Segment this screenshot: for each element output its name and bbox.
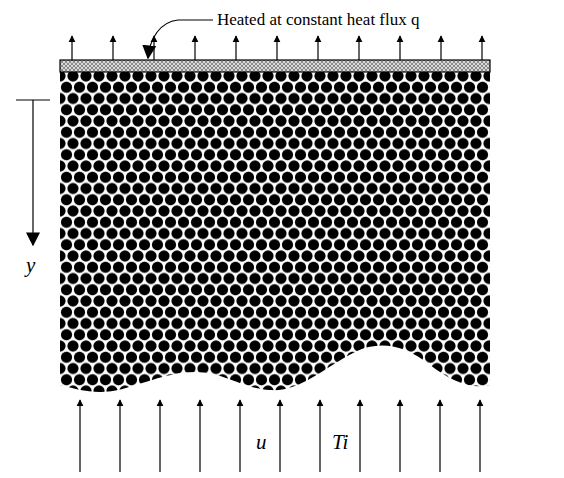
flux-arrow: [399, 36, 400, 60]
porous-bed: [60, 72, 490, 392]
flux-arrow: [112, 36, 113, 60]
flux-arrow: [71, 36, 72, 60]
axis-label: y: [26, 255, 35, 276]
inflow-arrow: [399, 400, 400, 472]
inflow-arrow: [199, 400, 200, 472]
flux-arrow: [276, 36, 277, 60]
inflow-arrow: [479, 400, 480, 472]
leader-line: [148, 20, 213, 58]
flux-arrow: [235, 36, 236, 60]
heated-plate: [60, 60, 490, 72]
flux-arrow: [358, 36, 359, 60]
callout-text: Heated at constant heat flux q: [217, 11, 420, 28]
flux-arrow: [194, 36, 195, 60]
flux-arrow: [440, 36, 441, 60]
temperature-label: Ti: [330, 432, 350, 453]
inflow-arrow: [79, 400, 80, 472]
inflow-arrow: [119, 400, 120, 472]
flux-arrow: [153, 36, 154, 60]
inflow-arrow: [239, 400, 240, 472]
inflow-arrow: [159, 400, 160, 472]
inflow-arrow: [279, 400, 280, 472]
inflow-arrow: [359, 400, 360, 472]
y-axis-arrow: [32, 100, 33, 245]
flux-arrow: [317, 36, 318, 60]
inflow-arrow: [319, 400, 320, 472]
flux-arrow: [481, 36, 482, 60]
inflow-arrow: [439, 400, 440, 472]
heat-flux-arrows: [72, 36, 482, 60]
inflow-arrows: [80, 400, 480, 472]
velocity-label: u: [254, 432, 269, 453]
